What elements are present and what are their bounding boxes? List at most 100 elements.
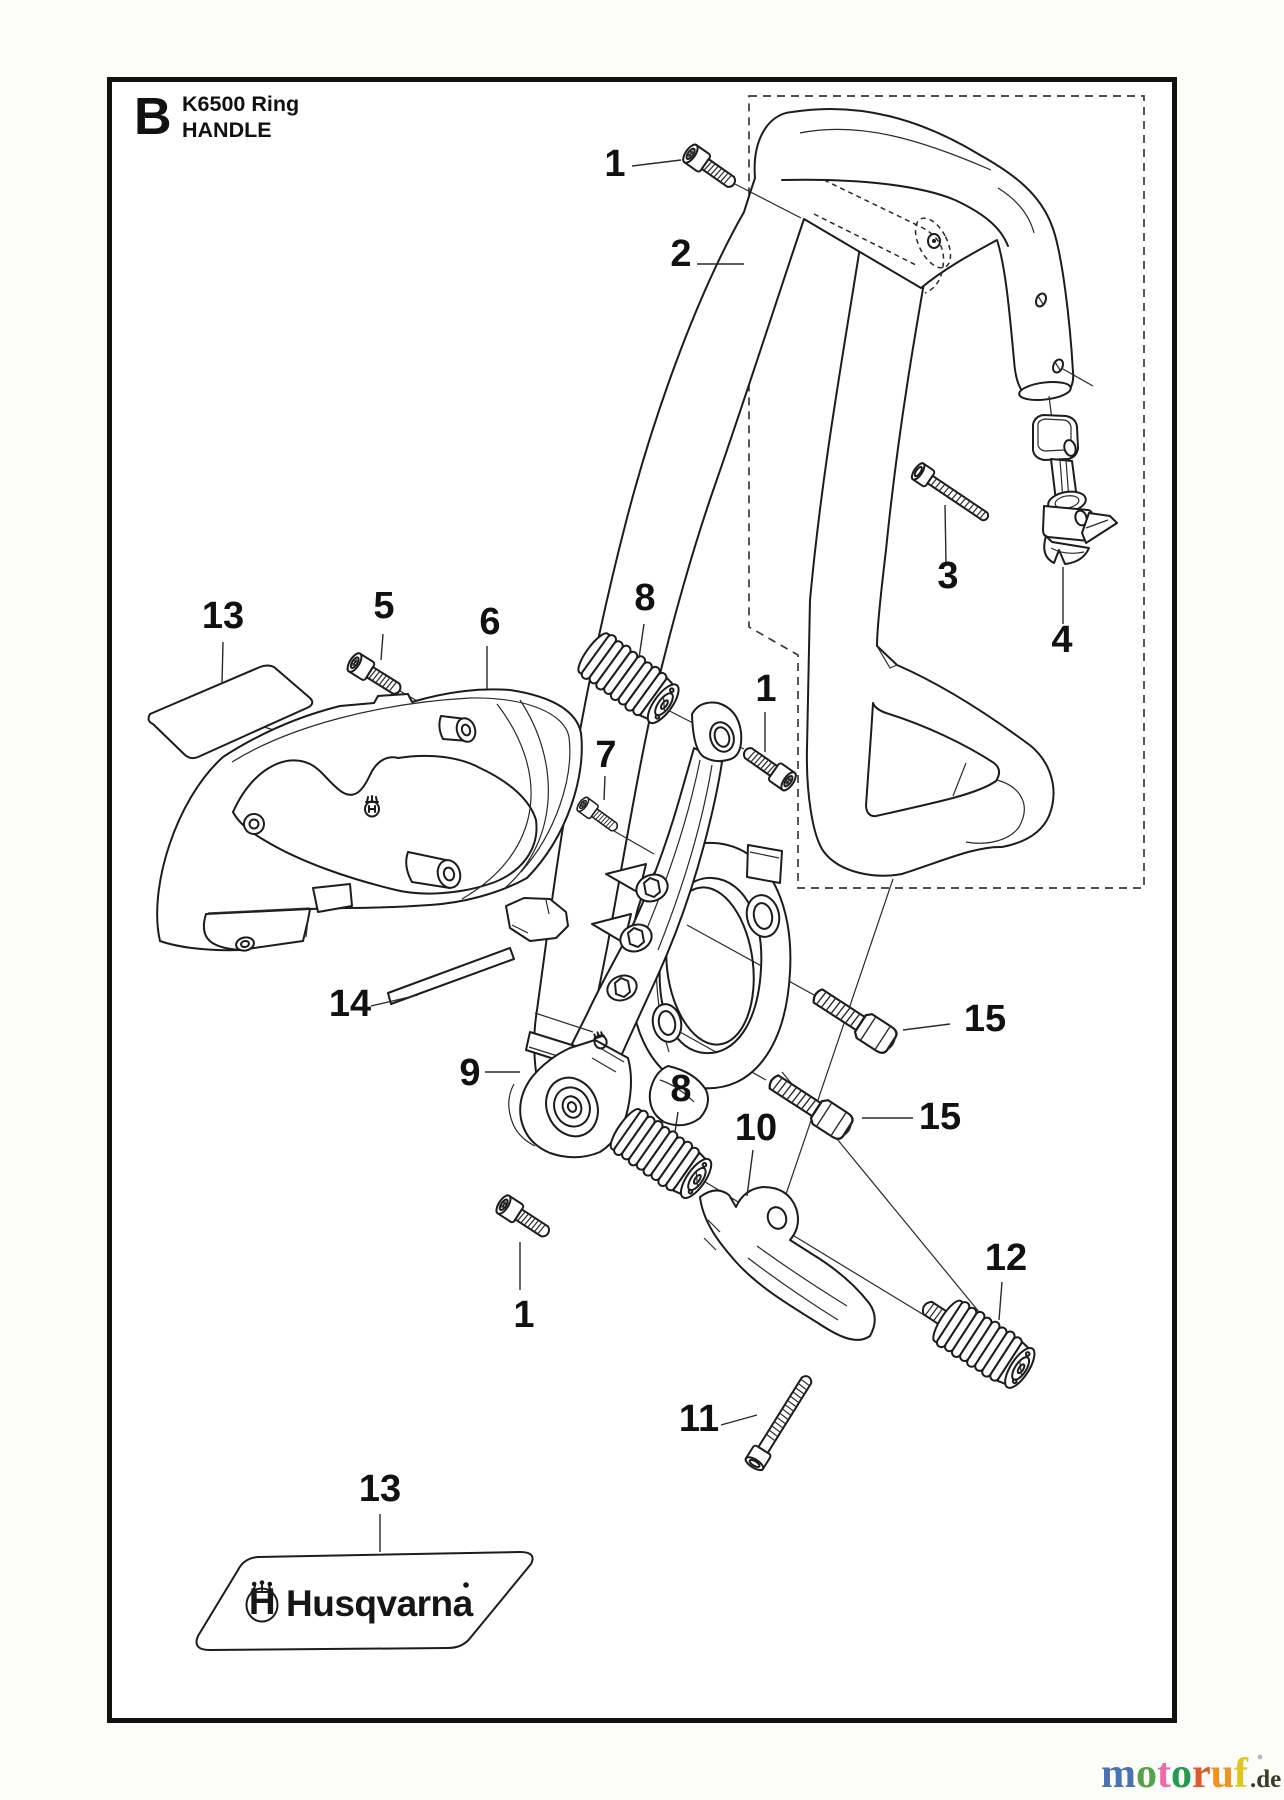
handle-tube-shape: [952, 762, 967, 797]
watermark-suffix[interactable]: .de: [1250, 1766, 1281, 1793]
handle-tube-shape: [997, 187, 1035, 234]
title-sheet: HANDLE: [182, 118, 272, 142]
cover-crown-logo: [364, 795, 380, 818]
handle-tube-shape: [876, 645, 898, 669]
leader-3-2: [944, 504, 947, 563]
callout-13-17[interactable]: 13: [202, 595, 244, 637]
leader-12-15: [998, 1281, 1003, 1321]
watermark: motoruf .de: [1101, 1751, 1281, 1797]
grip-hidden-mount-shape: [813, 213, 917, 266]
clamp-saddle-shape: [703, 1219, 721, 1251]
clamp-saddle-shape: [747, 1257, 839, 1321]
bracket-hex-bosses-shape: [627, 927, 645, 948]
bracket-hex-bosses-shape: [619, 923, 653, 953]
bracket-shape: [534, 1012, 594, 1033]
callout-6-5[interactable]: 6: [479, 601, 500, 643]
watermark-word[interactable]: motoruf: [1101, 1751, 1249, 1797]
cover-shape: [232, 756, 399, 813]
bracket-shape: [657, 764, 713, 951]
antivibration-mount-shape: [1085, 519, 1109, 529]
damper-12-shape: [924, 1303, 948, 1324]
bracket-hex-bosses-shape: [614, 977, 631, 998]
trademark-dot: [463, 1582, 469, 1588]
cover-boss-upper-shape: [455, 717, 477, 743]
husqvarna-crown-badge-shape: [251, 1581, 257, 1587]
handle-tube: [533, 107, 1094, 1083]
husqvarna-crown-badge-shape: [267, 1581, 273, 1587]
callout-3-2[interactable]: 3: [937, 555, 958, 597]
callout-9-12[interactable]: 9: [459, 1052, 480, 1094]
callout-14-18[interactable]: 14: [329, 983, 371, 1025]
callout-7-6[interactable]: 7: [595, 734, 616, 776]
watermark-letter-o: o: [1171, 1751, 1192, 1797]
grip-hidden-mount: [813, 179, 952, 294]
leader-11-16: [720, 1414, 758, 1426]
callout-5-4[interactable]: 5: [373, 585, 394, 627]
callout-2-1[interactable]: 2: [670, 233, 691, 275]
leader-10-13: [746, 1149, 754, 1197]
watermark-trademark-dot: [1257, 1754, 1263, 1760]
husqvarna-wordmark: Husqvarna: [286, 1583, 474, 1624]
axis-line-grip-part10: [781, 878, 894, 1207]
grip-hidden-mount-shape: [932, 239, 936, 243]
cover-shape: [312, 883, 353, 913]
bracket-shape: [639, 759, 701, 946]
callout-8-10[interactable]: 8: [670, 1068, 691, 1110]
bracket-shape: [591, 1057, 617, 1073]
callout-13-19[interactable]: 13: [359, 1468, 401, 1510]
bracket-crown-mark-shape: [593, 1031, 605, 1040]
bracket-eyes-shape: [657, 1010, 677, 1036]
bracket-shape: [713, 726, 731, 748]
callout-1-14[interactable]: 1: [513, 1294, 534, 1336]
sticker-blank: [147, 664, 314, 760]
bracket-shape: [749, 851, 780, 859]
handle-mount-holes-shape: [1051, 358, 1065, 374]
leader-8-10: [674, 1111, 679, 1133]
callout-15-11[interactable]: 15: [919, 1096, 961, 1138]
husqvarna-crown-badge-shape: [259, 1580, 265, 1585]
bracket-eyes-shape: [745, 894, 781, 938]
watermark-letter-u: u: [1211, 1751, 1234, 1797]
cover-shape: [461, 703, 532, 900]
bracket-shape: [665, 886, 755, 1046]
callout-15-9[interactable]: 15: [964, 998, 1006, 1040]
cover-boss-left-shape: [243, 813, 265, 835]
bracket-eyes: [651, 894, 781, 1043]
callout-1-8[interactable]: 1: [755, 668, 776, 710]
cover-boss-upper-shape: [460, 723, 472, 737]
callout-10-13[interactable]: 10: [735, 1107, 777, 1149]
cover-crown-logo-shape: [365, 795, 379, 803]
bracket-hex-bosses-shape: [635, 873, 669, 903]
bracket-shape: [659, 1079, 695, 1103]
callout-4-3[interactable]: 4: [1051, 619, 1072, 661]
bracket-shape: [553, 1086, 591, 1128]
cover-shape: [232, 754, 538, 895]
callout-11-16[interactable]: 11: [679, 1398, 719, 1440]
handle-mount-holes-shape: [1054, 361, 1061, 371]
bracket-eyes-shape: [752, 902, 774, 930]
cover-shape: [231, 697, 571, 873]
cover-shape: [240, 939, 250, 949]
bracket-shape: [561, 1095, 583, 1119]
bracket-shape: [648, 1065, 709, 1127]
antivibration-mount-shape: [1074, 509, 1088, 527]
cover-boss-lower-shape: [436, 859, 462, 889]
bracket-hex-bosses-shape: [643, 877, 661, 898]
callout-1-0[interactable]: 1: [604, 143, 625, 185]
callout-12-15[interactable]: 12: [985, 1237, 1027, 1279]
sticker-husqvarna: H Husqvarna: [195, 1551, 534, 1651]
handle-mount-holes-shape: [1037, 295, 1044, 305]
sticker-husqvarna-shape: [195, 1551, 534, 1651]
cover-crown-logo-shape: [368, 805, 376, 813]
leader-1-0: [631, 159, 682, 167]
cover-shape: [504, 699, 549, 889]
leader-7-6: [603, 775, 606, 801]
handle-mount-holes-shape: [1034, 292, 1048, 308]
bracket-hex-bosses: [606, 873, 669, 1002]
leader-15-9: [902, 1023, 951, 1031]
cover-shape: [207, 907, 311, 914]
handle-tube-shape: [781, 178, 1009, 247]
section-letter: B: [134, 88, 172, 146]
callout-8-7[interactable]: 8: [634, 577, 655, 619]
